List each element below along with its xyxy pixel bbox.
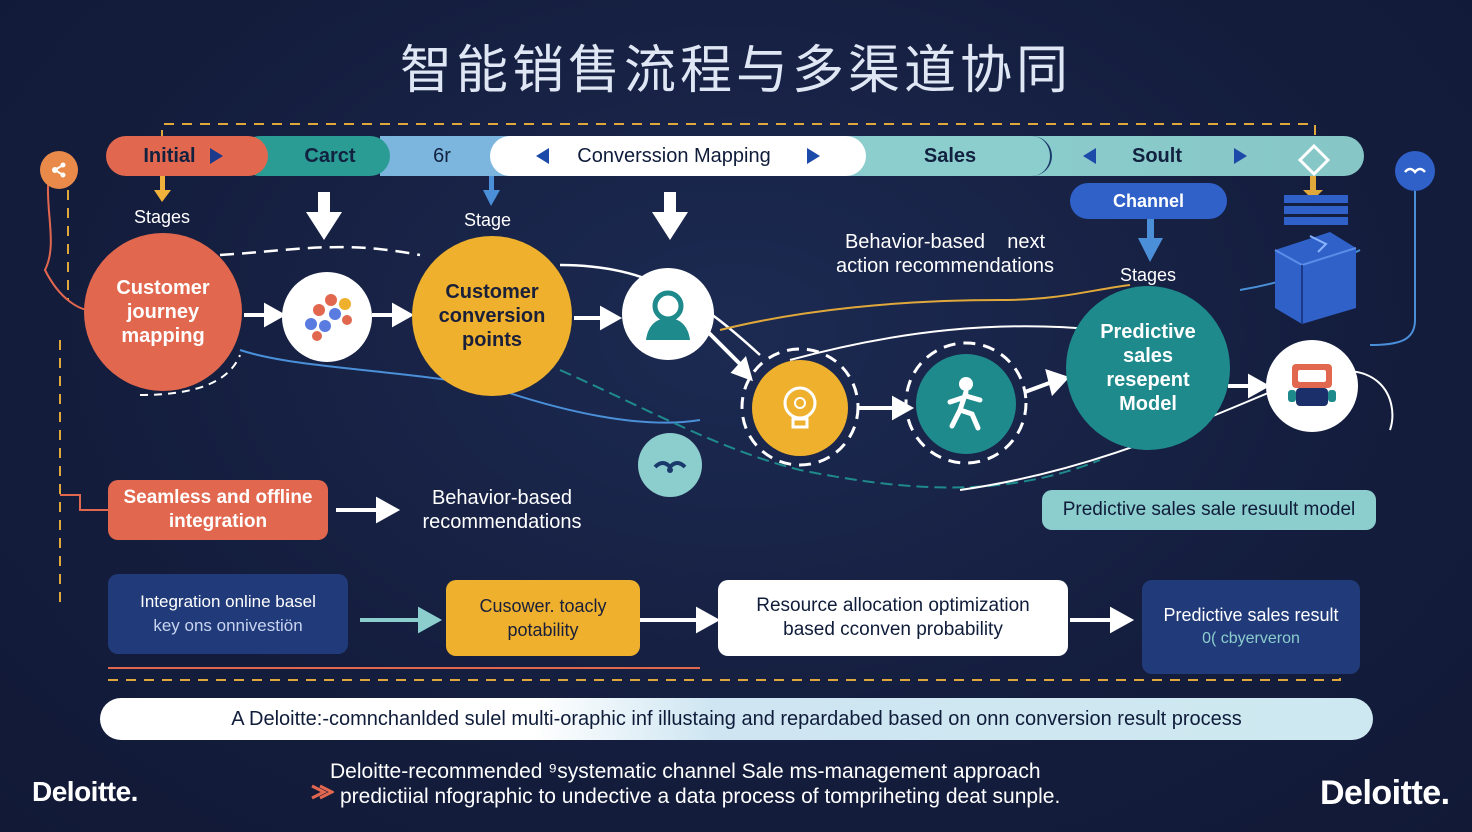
share-icon[interactable] [40,151,78,189]
runner-node[interactable] [916,354,1016,454]
summary-banner: A Deloitte:-comnchanlded sulel multi-ora… [100,698,1373,740]
stage-initial-segment[interactable]: Initial [106,136,268,176]
robot-icon [1288,364,1336,406]
lightbulb-icon [783,386,817,429]
deloitte-logo-right: Deloitte. [1320,774,1450,812]
customer-journey-mapping-label: Customer journey mapping [116,277,210,347]
chevron-right-icon [806,148,820,164]
stages-label-left: Stages [134,207,191,227]
channel-button[interactable]: Channel [1070,183,1227,219]
stage-6r-segment[interactable]: 6r [380,136,510,176]
robot-node[interactable] [1266,340,1358,432]
behavior-next-action-label: Behavior-based next action recommendatio… [830,230,1060,278]
customer-conversion-points-label: Customer conversion points [438,281,546,351]
predictive-sales-result-line2: 0( cbyerveron [1202,630,1300,647]
stages-label-right: Stages [1120,265,1177,285]
chevron-left-icon [536,148,550,164]
person-icon [646,290,690,340]
stage-sales-label: Sales [923,144,977,167]
stage-carct-label: Carct [304,144,356,167]
predictive-result-model-label: Predictive sales sale resuult model [1062,499,1356,520]
footer-arrow-icon [310,784,336,805]
stage-label-mid: Stage [464,210,512,230]
chevron-right-icon [1234,148,1247,164]
dots-cluster-node[interactable] [282,272,372,362]
stage-initial-label: Initial [143,144,196,167]
stage-6r-label: 6r [433,144,451,167]
seamless-integration-box[interactable]: Seamless and offline integration [108,480,328,540]
page-title: 智能销售流程与多渠道协同 [399,41,1072,101]
bird-icon[interactable] [1395,151,1435,191]
resource-allocation-line2: based cconven probability [783,619,1003,640]
stage-conversion-mapping-segment[interactable]: Converssion Mapping [490,136,866,176]
runner-icon [947,377,983,431]
channel-label: Channel [1112,190,1184,211]
cusower-line1: Cusower. toacly [479,596,607,616]
person-node[interactable] [622,268,714,360]
stage-sales-segment[interactable]: Sales [850,136,1052,176]
stage-conversion-mapping-label: Converssion Mapping [577,144,771,167]
chevron-left-icon [1083,148,1096,164]
deloitte-logo-left: Deloitte. [32,776,138,807]
behavior-next-action-line1: Behavior-based next [844,231,1046,253]
behavior-recommendations-label: Behavior-based recommendations [412,486,592,534]
lightbulb-node[interactable] [752,360,848,456]
predictive-sales-result-line1: Predictive sales result [1163,605,1339,625]
predictive-sales-model-node[interactable]: Predictive sales resepent Model [1066,286,1230,450]
cube-icon [1270,140,1360,330]
integration-online-line2: key ons onnivestiön [153,616,303,635]
behavior-recommendations-line1: Behavior-based [431,487,573,509]
stage-soult-segment[interactable]: Soult [1050,136,1280,176]
integration-online-box[interactable]: Integration online basel key ons onnives… [108,574,348,654]
footer-line1: Deloitte-recommended ⁹systematic channel… [330,760,1041,783]
resource-allocation-box[interactable]: Resource allocation optimization based c… [718,580,1068,656]
predictive-result-model-box[interactable]: Predictive sales sale resuult model [1042,490,1376,530]
resource-allocation-line1: Resource allocation optimization [756,595,1030,616]
footer-line2: predictiial nfographic to undective a da… [340,785,1061,808]
behavior-next-action-line2: action recommendations [836,255,1054,277]
cusower-line2: potability [507,620,579,640]
play-icon [209,148,223,164]
dots-cluster-icon [305,294,352,341]
predictive-sales-model-label: Predictive sales resepent Model [1100,321,1196,415]
gear-icon [638,433,702,497]
integration-online-line1: Integration online basel [140,592,316,611]
summary-banner-text: A Deloitte:-comnchanlded sulel multi-ora… [231,707,1242,730]
behavior-recommendations-line2: recommendations [422,511,582,533]
customer-conversion-points-node[interactable]: Customer conversion points [412,236,572,396]
cusower-potability-box[interactable]: Cusower. toacly potability [446,580,640,656]
predictive-sales-result-box[interactable]: Predictive sales result 0( cbyerveron [1142,580,1360,674]
customer-journey-mapping-node[interactable]: Customer journey mapping [84,233,242,391]
seamless-integration-label: Seamless and offline integration [123,487,313,532]
stage-soult-label: Soult [1132,144,1182,167]
